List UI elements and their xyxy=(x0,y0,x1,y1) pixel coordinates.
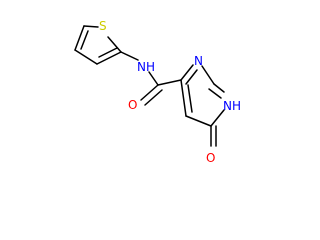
bond-co-o-double xyxy=(144,89,163,106)
atom-s1: S xyxy=(99,19,107,33)
atom-amide-n: N xyxy=(137,60,146,74)
bond-c4-n3-inner xyxy=(185,69,198,85)
bond-co-c4ring xyxy=(157,79,182,86)
bond-c2-n1 xyxy=(213,83,225,93)
molecule-diagram: S N H O N N H O xyxy=(74,19,241,165)
bond-c4-c5 xyxy=(74,25,85,51)
atom-ring-n3: N xyxy=(194,54,203,68)
bond-c2-c3 xyxy=(96,51,122,65)
thiophene-ring xyxy=(74,25,122,65)
bond-n-co xyxy=(148,71,159,86)
bond-c5-c4-inner xyxy=(187,84,193,113)
bond-c6-c5 xyxy=(185,115,212,127)
atom-amide-h: H xyxy=(146,60,155,74)
bond-c2-c3-inner xyxy=(98,47,118,58)
bond-c4-c5-inner xyxy=(80,30,89,50)
bond-co-o xyxy=(140,84,159,101)
atom-keto-o: O xyxy=(206,151,215,165)
bond-c2-n xyxy=(120,51,139,61)
bond-c5-s1 xyxy=(83,25,99,28)
atom-ring-n1: N xyxy=(223,99,232,113)
atom-amide-o: O xyxy=(128,98,137,112)
bond-s1-c2 xyxy=(107,36,122,53)
atom-ring-h1: H xyxy=(232,99,241,113)
bond-n3-c2 xyxy=(201,65,215,85)
bond-c4-n3 xyxy=(180,64,194,81)
bond-c5-c4 xyxy=(180,79,187,117)
bond-n1-c6 xyxy=(210,109,225,127)
amide-linker xyxy=(120,51,182,106)
bond-c2-n1-inner xyxy=(208,88,222,99)
bond-c3-c4 xyxy=(74,49,98,65)
pyrimidinone-ring xyxy=(180,64,225,147)
